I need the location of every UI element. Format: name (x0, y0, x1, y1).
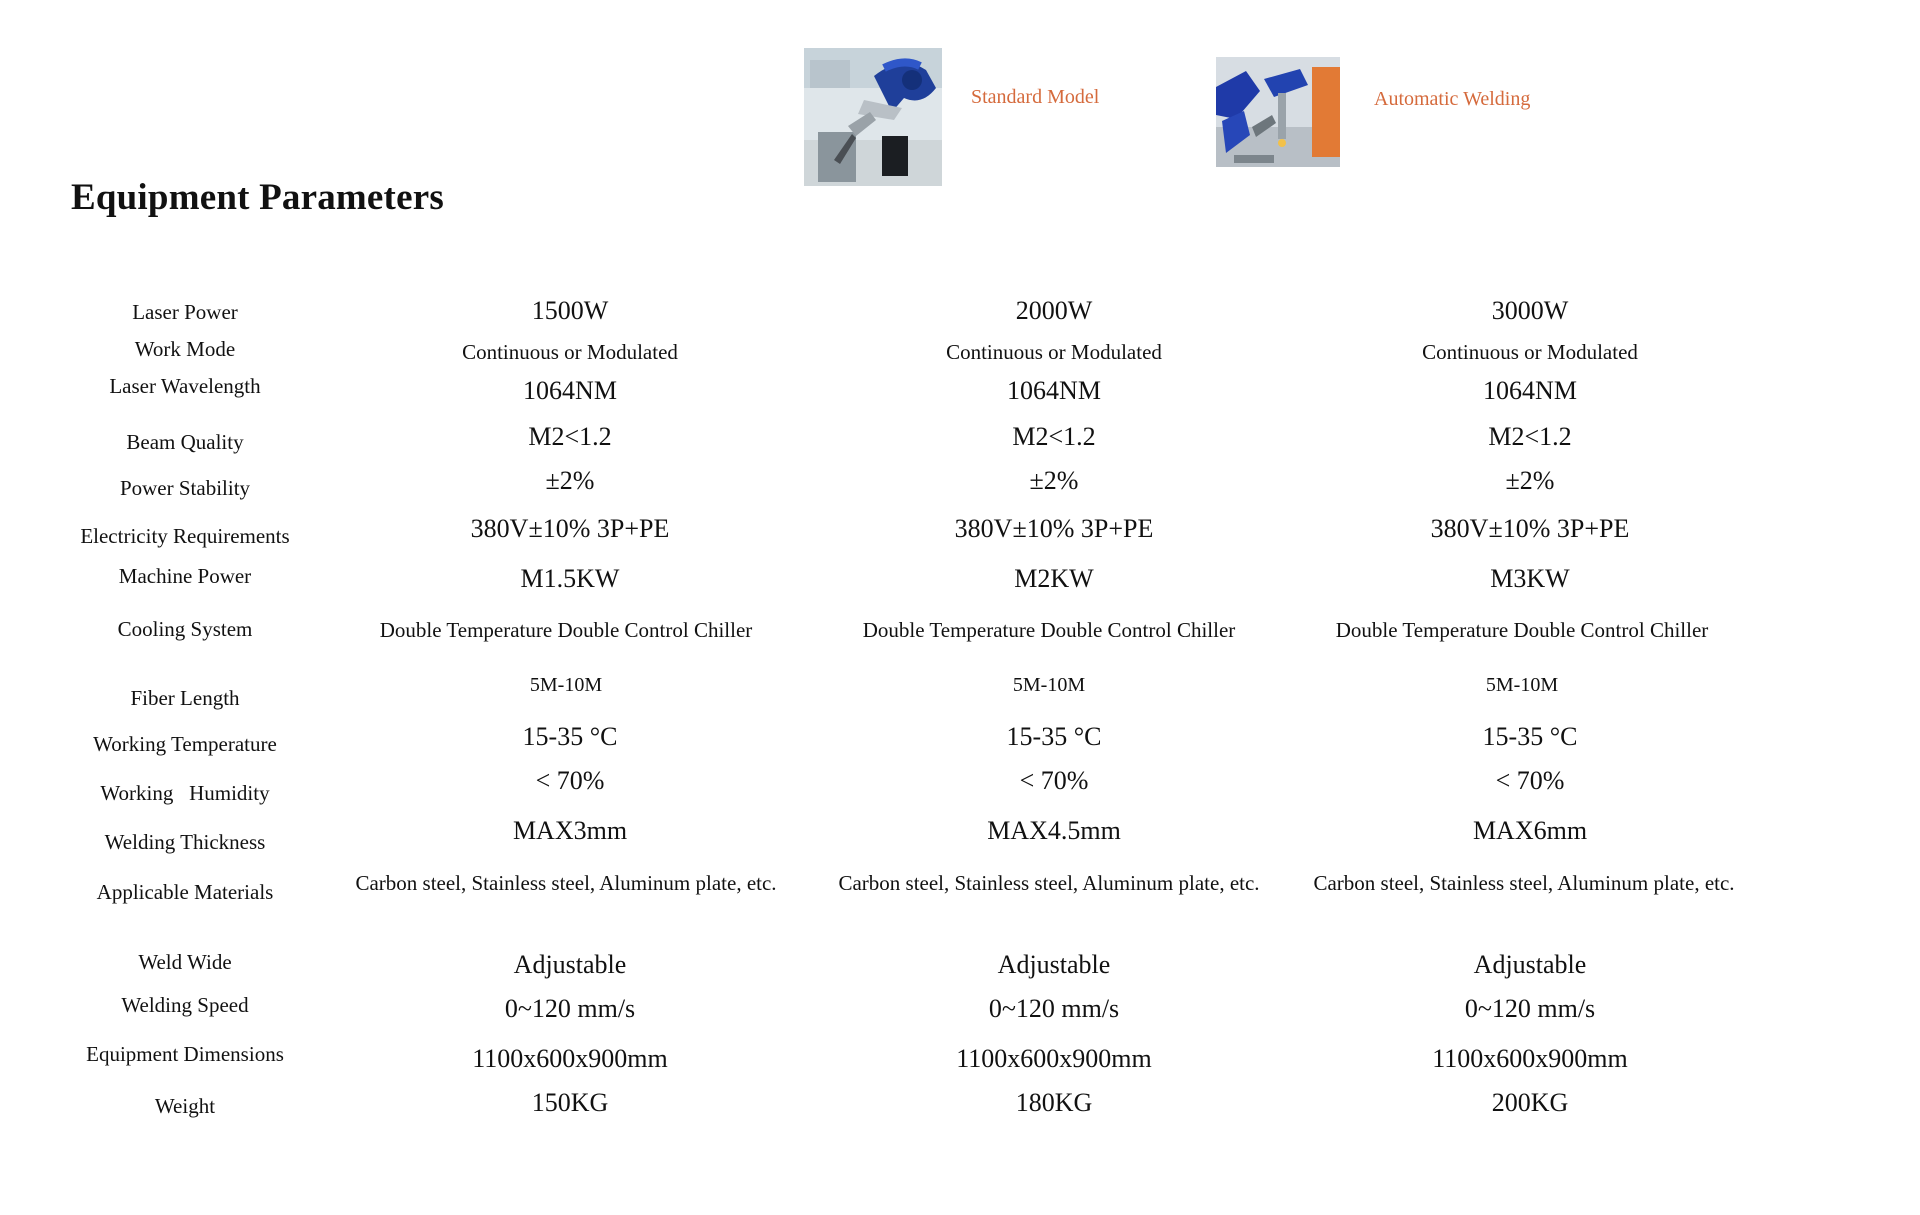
cell-model-2000w: M2KW (1014, 564, 1094, 593)
cell-model-2000w: 0~120 mm/s (988, 994, 1120, 1023)
row-label: Welding Speed (121, 993, 249, 1017)
row-label: Work Mode (134, 337, 236, 361)
row-label: Applicable Materials (96, 880, 274, 904)
row-label: Working Humidity (100, 781, 270, 805)
cell-model-3000w: 15-35 °C (1482, 722, 1578, 751)
page-title: Equipment Parameters (71, 177, 444, 218)
row-label: Beam Quality (126, 430, 244, 454)
cell-model-1500w: 5M-10M (529, 674, 603, 696)
cell-model-1500w: 150KG (531, 1088, 609, 1117)
cell-model-3000w: ±2% (1505, 466, 1555, 495)
cell-model-3000w: 5M-10M (1485, 674, 1559, 696)
cell-model-2000w: M2<1.2 (1012, 422, 1096, 451)
cell-model-3000w: M3KW (1490, 564, 1570, 593)
row-label: Working Temperature (93, 732, 277, 756)
row-label: Welding Thickness (104, 830, 266, 854)
cell-model-1500w: ±2% (545, 466, 595, 495)
cell-model-1500w: 1500W (531, 296, 609, 325)
cell-model-2000w: Adjustable (997, 950, 1111, 979)
automatic-welding-image (1216, 57, 1340, 167)
row-label: Equipment Dimensions (86, 1042, 284, 1066)
row-label: Laser Wavelength (109, 374, 261, 398)
cell-model-2000w: 380V±10% 3P+PE (954, 514, 1154, 543)
cell-model-3000w: 1100x600x900mm (1432, 1044, 1628, 1073)
row-label: Machine Power (118, 564, 252, 588)
cell-model-3000w: 0~120 mm/s (1464, 994, 1596, 1023)
automatic-welding-label: Automatic Welding (1374, 88, 1531, 110)
row-label: Laser Power (132, 300, 238, 324)
cell-model-1500w: 1100x600x900mm (472, 1044, 668, 1073)
row-label: Power Stability (119, 476, 251, 500)
cell-model-3000w: < 70% (1495, 766, 1565, 795)
cell-model-2000w: 1064NM (1007, 376, 1101, 405)
row-label: Cooling System (117, 617, 253, 641)
standard-model-label: Standard Model (971, 86, 1100, 108)
cell-model-1500w: Continuous or Modulated (462, 340, 678, 364)
cell-model-3000w: Continuous or Modulated (1422, 340, 1638, 364)
cell-model-1500w: MAX3mm (512, 816, 628, 845)
row-label: Electricity Requirements (80, 524, 290, 548)
cell-model-2000w: 15-35 °C (1006, 722, 1102, 751)
cell-model-1500w: M2<1.2 (528, 422, 612, 451)
cell-model-3000w: 380V±10% 3P+PE (1430, 514, 1630, 543)
cell-model-1500w: Carbon steel, Stainless steel, Aluminum … (355, 871, 777, 895)
cell-model-3000w: M2<1.2 (1488, 422, 1572, 451)
cell-model-3000w: MAX6mm (1472, 816, 1588, 845)
cell-model-2000w: Double Temperature Double Control Chille… (862, 618, 1236, 642)
cell-model-3000w: 200KG (1491, 1088, 1569, 1117)
cell-model-3000w: Adjustable (1473, 950, 1587, 979)
row-label: Fiber Length (130, 686, 240, 710)
row-label: Weight (154, 1094, 216, 1118)
cell-model-1500w: 380V±10% 3P+PE (470, 514, 670, 543)
cell-model-1500w: 15-35 °C (522, 722, 618, 751)
cell-model-2000w: 1100x600x900mm (956, 1044, 1152, 1073)
cell-model-2000w: < 70% (1019, 766, 1089, 795)
cell-model-3000w: Carbon steel, Stainless steel, Aluminum … (1313, 871, 1735, 895)
cell-model-1500w: M1.5KW (520, 564, 620, 593)
cell-model-2000w: 5M-10M (1012, 674, 1086, 696)
cell-model-3000w: 3000W (1491, 296, 1569, 325)
cell-model-2000w: Continuous or Modulated (946, 340, 1162, 364)
cell-model-1500w: 0~120 mm/s (504, 994, 636, 1023)
cell-model-3000w: 1064NM (1483, 376, 1577, 405)
standard-model-image (804, 48, 942, 186)
cell-model-1500w: < 70% (535, 766, 605, 795)
cell-model-2000w: MAX4.5mm (987, 816, 1121, 845)
cell-model-1500w: Double Temperature Double Control Chille… (379, 618, 753, 642)
cell-model-2000w: ±2% (1029, 466, 1079, 495)
cell-model-2000w: Carbon steel, Stainless steel, Aluminum … (838, 871, 1260, 895)
cell-model-1500w: Adjustable (513, 950, 627, 979)
row-label: Weld Wide (138, 950, 232, 974)
cell-model-3000w: Double Temperature Double Control Chille… (1335, 618, 1709, 642)
cell-model-2000w: 180KG (1015, 1088, 1093, 1117)
cell-model-1500w: 1064NM (523, 376, 617, 405)
cell-model-2000w: 2000W (1015, 296, 1093, 325)
